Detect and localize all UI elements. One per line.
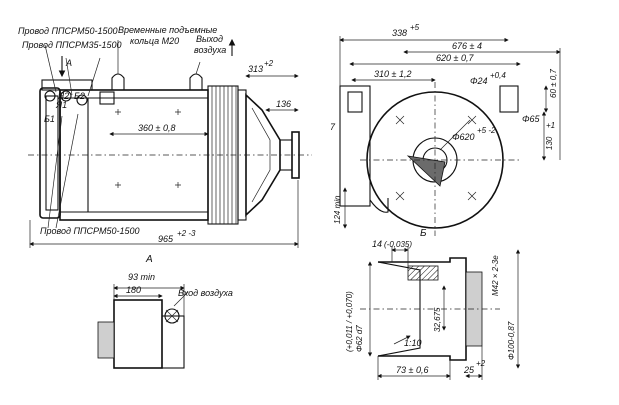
dim-136: 136 bbox=[276, 99, 291, 109]
motor-side-view bbox=[28, 38, 312, 229]
shaft-end-detail bbox=[360, 246, 521, 380]
cable-label-2: Провод ППСРМ35-1500 bbox=[22, 40, 121, 50]
dim-phi62: Φ62 d7 bbox=[355, 325, 364, 352]
dim-m42: М42 × 2-3е bbox=[491, 255, 500, 296]
end-view-dimensions bbox=[339, 36, 561, 229]
terminal-b2-label: Б2 bbox=[74, 91, 85, 101]
dim-phi62-tol: (+0,011 / +0,070) bbox=[345, 291, 354, 352]
dim-180: 180 bbox=[126, 285, 141, 295]
dim-overall-length-tol: +2 -3 bbox=[177, 229, 196, 238]
dim-360: 360 ± 0,8 bbox=[138, 123, 175, 133]
dim-310: 310 ± 1,2 bbox=[374, 69, 411, 79]
cable-label-1: Провод ППСРМ50-1500 bbox=[18, 26, 117, 36]
dim-7: 7 bbox=[330, 122, 336, 132]
dim-676: 676 ± 4 bbox=[452, 41, 482, 51]
main-view-dimensions bbox=[29, 73, 299, 248]
dim-32675: 32,675 bbox=[433, 307, 442, 332]
terminal-posts bbox=[44, 90, 115, 106]
lifting-rings bbox=[111, 73, 203, 90]
dim-313: 313 bbox=[248, 64, 263, 74]
air-out-label-2: воздуха bbox=[194, 45, 226, 55]
section-b-label: Б bbox=[420, 228, 427, 239]
dim-25: 25 bbox=[463, 365, 475, 375]
motor-end-view bbox=[339, 82, 520, 236]
dim-14: 14 bbox=[372, 239, 382, 249]
dim-phi620-tol: +5 -2 bbox=[477, 126, 496, 135]
lifting-rings-label-2: кольца М20 bbox=[130, 36, 179, 46]
dim-338-tol: +5 bbox=[410, 23, 420, 32]
dim-taper: 1:10 bbox=[404, 338, 422, 348]
dim-313-tol: +2 bbox=[264, 59, 274, 68]
lifting-rings-label: Временные подъемные bbox=[118, 25, 217, 35]
bolt-cross-marks bbox=[115, 109, 181, 188]
terminal-b1-label: Б1 bbox=[44, 114, 55, 124]
dim-phi65: Φ65 bbox=[522, 114, 541, 124]
dim-93: 93 min bbox=[128, 272, 155, 282]
dim-phi620: Φ620 bbox=[452, 132, 475, 142]
dim-overall-length: 965 bbox=[158, 234, 174, 244]
dim-124: 124 min bbox=[333, 195, 342, 224]
dim-130-tol: +1 bbox=[546, 121, 555, 130]
view-a-arrow-label: А bbox=[65, 58, 72, 68]
view-a-detail bbox=[97, 284, 189, 369]
dim-73: 73 ± 0,6 bbox=[396, 365, 428, 375]
dim-620: 620 ± 0,7 bbox=[436, 53, 474, 63]
air-in-label: Вход воздуха bbox=[178, 288, 233, 298]
dim-338: 338 bbox=[392, 28, 407, 38]
dim-25-tol: +2 bbox=[476, 359, 486, 368]
terminal-a1-label: Я1 bbox=[55, 100, 67, 110]
terminal-a2-label: Я2 bbox=[57, 91, 69, 101]
dim-60: 60 ± 0,7 bbox=[549, 69, 558, 98]
air-out-label: Выход bbox=[196, 34, 223, 44]
view-a-title: А bbox=[145, 254, 153, 265]
dim-phi24-tol: +0,4 bbox=[490, 71, 506, 80]
cable-label-3: Провод ППСРМ50-1500 bbox=[40, 226, 139, 236]
dim-14-tol: (-0,035) bbox=[384, 240, 412, 249]
dim-130: 130 bbox=[545, 136, 554, 150]
dim-phi24: Φ24 bbox=[470, 76, 488, 86]
dim-phi100: Φ100-0,87 bbox=[507, 321, 516, 360]
